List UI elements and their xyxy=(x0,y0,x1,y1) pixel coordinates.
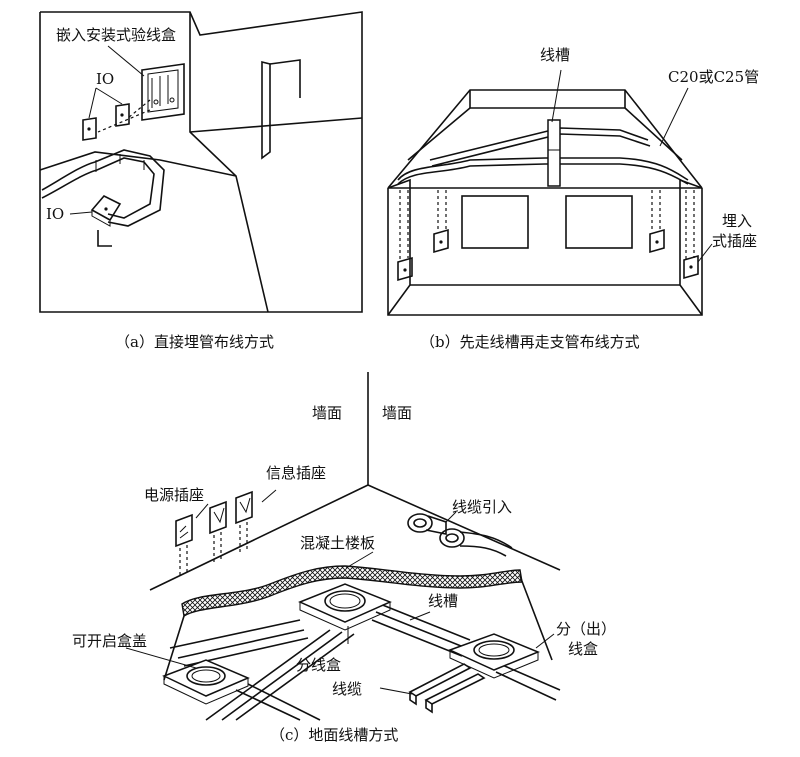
embedded-box-label: 嵌入安装式验线盒 xyxy=(56,26,176,44)
info-socket-label: 信息插座 xyxy=(266,464,326,482)
io-floor-box xyxy=(90,195,122,227)
power-socket-label: 电源插座 xyxy=(144,486,204,504)
info-socket-1 xyxy=(209,500,227,564)
outlet-box-label-line2: 线盒 xyxy=(568,640,598,658)
panel-b-trunking-then-conduit: 线槽 C20或C25管 埋入 式插座 （b）先走线槽再走支管布线方式 xyxy=(387,46,759,351)
io-top-label: IO xyxy=(96,70,114,88)
cable-label: 线缆 xyxy=(332,680,362,698)
socket-3 xyxy=(649,228,665,254)
window-left xyxy=(461,195,529,249)
junction-box-left xyxy=(162,659,250,705)
panel-c-floor-trunking: 墙面 墙面 信息插座 电源插座 线缆引入 混凝土楼板 线槽 可开启盒盖 分线盒 … xyxy=(72,372,616,744)
io-outlet-left xyxy=(82,117,97,141)
socket-1 xyxy=(397,256,413,282)
junction-box-right xyxy=(448,633,540,679)
trunking xyxy=(547,119,561,187)
door xyxy=(261,59,301,160)
panel-a-direct-conduit: 嵌入安装式验线盒 IO IO （a）直接埋管布线方式 xyxy=(39,11,363,351)
box-cover-label: 可开启盒盖 xyxy=(72,632,147,650)
ceiling-conduits xyxy=(397,127,689,185)
wall-left-label: 墙面 xyxy=(312,404,342,422)
floor-trunking xyxy=(169,603,561,721)
concrete-slab xyxy=(163,565,553,681)
concrete-floor-label: 混凝土楼板 xyxy=(300,534,375,552)
caption-a: （a）直接埋管布线方式 xyxy=(115,333,274,351)
socket-label-line2: 式插座 xyxy=(712,232,757,250)
floor-conduits xyxy=(41,149,165,247)
conduit-label: C20或C25管 xyxy=(668,68,759,86)
socket-label-line1: 埋入 xyxy=(722,212,752,230)
caption-b: （b）先走线槽再走支管布线方式 xyxy=(420,333,640,351)
cable-entry xyxy=(407,513,513,557)
socket-2 xyxy=(433,228,449,254)
io-outlet-right xyxy=(115,103,130,127)
junction-box-label: 分线盒 xyxy=(296,656,341,674)
embedded-test-box xyxy=(97,63,185,133)
cable-entry-label: 线缆引入 xyxy=(452,498,512,516)
outlet-box-label-line1: 分（出） xyxy=(556,620,616,638)
wall-right-label: 墙面 xyxy=(382,404,412,422)
caption-c: （c）地面线槽方式 xyxy=(270,726,398,744)
socket-4 xyxy=(683,254,699,280)
info-socket-2 xyxy=(235,490,253,554)
trunking-label-b: 线槽 xyxy=(540,46,570,64)
window-right xyxy=(565,195,633,249)
junction-box-center xyxy=(298,583,392,631)
io-bottom-label: IO xyxy=(46,205,64,223)
power-socket xyxy=(175,513,193,578)
trunking-label-c: 线槽 xyxy=(428,592,458,610)
